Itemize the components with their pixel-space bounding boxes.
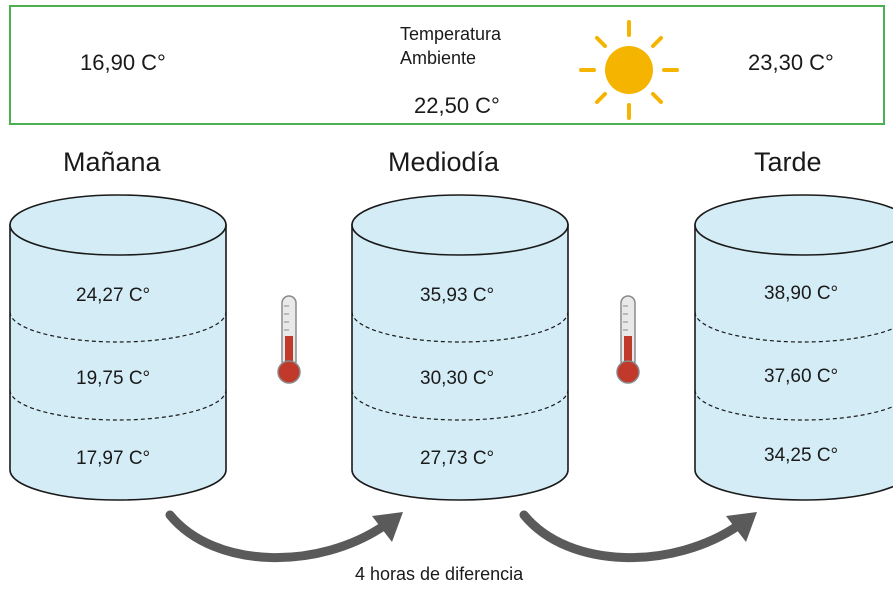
ambient-label-line1: Temperatura <box>400 24 502 44</box>
layer-temp: 27,73 C° <box>420 448 495 469</box>
ambient-min-temp: 16,90 C° <box>80 50 166 75</box>
layer-temp: 37,60 C° <box>764 366 839 387</box>
layer-temp: 30,30 C° <box>420 368 495 389</box>
ambient-label-line2: Ambiente <box>400 48 477 68</box>
layer-temp: 34,25 C° <box>764 445 839 466</box>
layer-temp: 17,97 C° <box>76 448 151 469</box>
ambient-panel <box>9 5 885 125</box>
thermometer-icon <box>277 295 301 384</box>
period-title-tarde: Tarde <box>754 147 822 177</box>
layer-temp: 19,75 C° <box>76 368 151 389</box>
curved-arrow-left <box>165 510 403 562</box>
ambient-max-temp: 23,30 C° <box>748 50 834 75</box>
layer-temp: 38,90 C° <box>764 283 839 304</box>
layer-temp: 35,93 C° <box>420 285 495 306</box>
layer-temp: 24,27 C° <box>76 285 151 306</box>
time-difference-caption: 4 horas de diferencia <box>355 564 524 584</box>
period-title-manana: Mañana <box>63 147 161 177</box>
thermometer-icon <box>616 295 640 384</box>
period-title-mediodia: Mediodía <box>388 147 500 177</box>
curved-arrow-right <box>519 510 757 562</box>
ambient-mid-temp: 22,50 C° <box>414 93 500 118</box>
